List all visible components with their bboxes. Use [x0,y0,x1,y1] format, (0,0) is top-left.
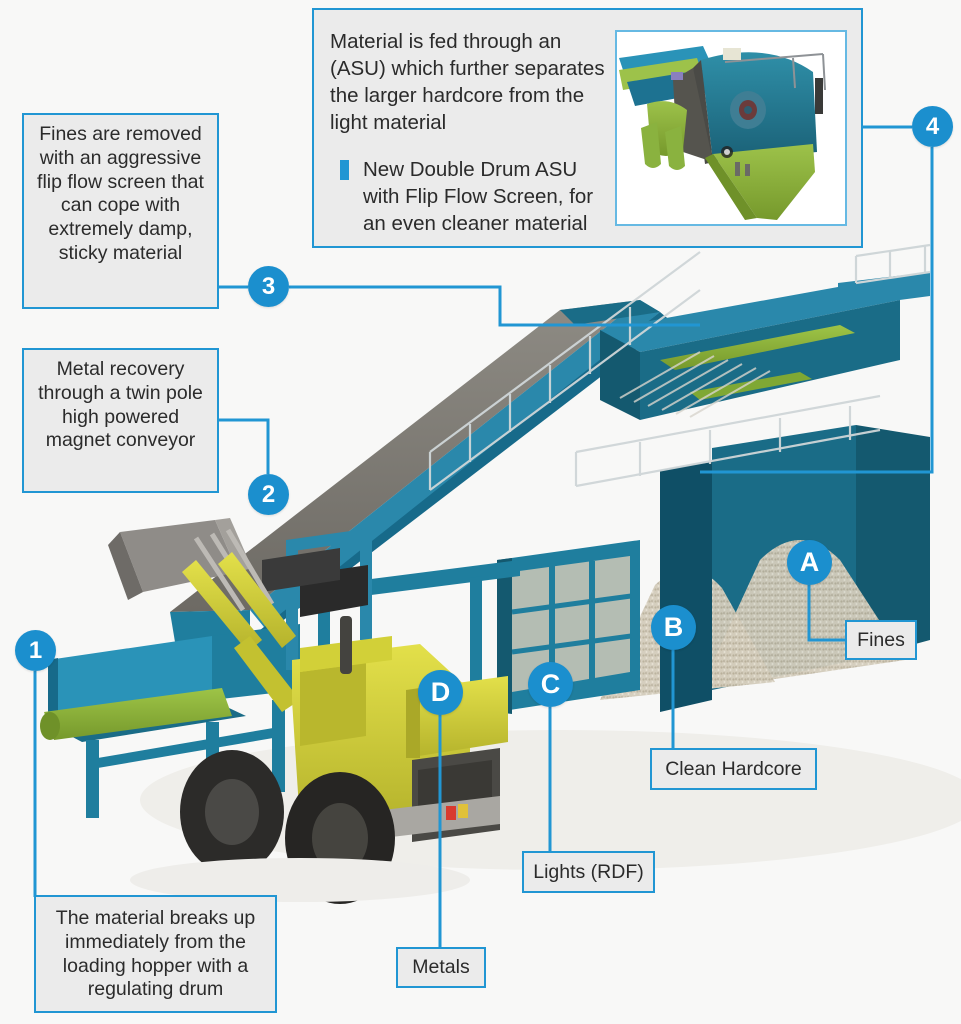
badge-output-b[interactable]: B [651,605,696,650]
badge-output-a[interactable]: A [787,540,832,585]
callout-box-fines-screen: Fines are removed with an aggressive fli… [22,113,219,309]
badge-step-3-text: 3 [261,272,276,300]
badge-step-1-text: 1 [28,636,43,664]
label-lights-rdf: Lights (RDF) [522,851,655,893]
callout-box-asu: Material is fed through an (ASU) which f… [312,8,863,248]
callout-box-loading-hopper: The material breaks up immediately from … [34,895,277,1013]
badge-step-2[interactable]: 2 [248,474,289,515]
callout-text-loading-hopper: The material breaks up immediately from … [55,907,256,1001]
callout-text-asu-main: Material is fed through an (ASU) which f… [330,30,605,135]
callout-text-metal-recovery: Metal recovery through a twin pole high … [38,358,203,452]
label-clean-hardcore-text: Clean Hardcore [665,757,802,780]
badge-step-2-text: 2 [261,480,276,508]
label-metals: Metals [396,947,486,988]
asu-detail-image [615,30,847,226]
badge-output-a-text: A [799,547,820,577]
callout-box-metal-recovery: Metal recovery through a twin pole high … [22,348,219,493]
label-fines: Fines [845,620,917,660]
asu-bullet-item: New Double Drum ASU with Flip Flow Scree… [330,156,607,237]
callout-text-fines-screen: Fines are removed with an aggressive fli… [37,123,204,264]
bullet-square-icon [340,160,349,181]
label-metals-text: Metals [412,956,470,978]
badge-step-1[interactable]: 1 [15,630,56,671]
badge-step-3[interactable]: 3 [248,266,289,307]
badge-output-d-text: D [430,677,451,707]
label-clean-hardcore: Clean Hardcore [650,748,817,790]
badge-output-c[interactable]: C [528,662,573,707]
badge-step-4-text: 4 [925,112,940,140]
label-lights-rdf-text: Lights (RDF) [533,860,644,883]
badge-output-b-text: B [663,612,684,642]
label-fines-text: Fines [857,628,905,651]
badge-output-c-text: C [540,669,561,699]
badge-step-4[interactable]: 4 [912,106,953,147]
badge-output-d[interactable]: D [418,670,463,715]
callout-text-asu-bullet: New Double Drum ASU with Flip Flow Scree… [363,158,594,236]
